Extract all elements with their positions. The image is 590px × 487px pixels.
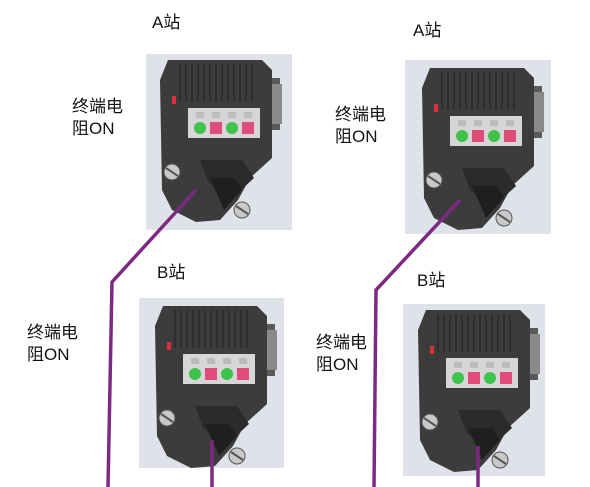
resistor-label-line2: 阻ON bbox=[316, 355, 359, 374]
station-a-label-left: A站 bbox=[152, 13, 181, 32]
resistor-on-label-a-left: 终端电 阻ON bbox=[72, 96, 123, 140]
resistor-label-line2: 阻ON bbox=[27, 345, 70, 364]
connector-a-right-icon bbox=[421, 67, 545, 231]
station-b-label-left: B站 bbox=[157, 263, 186, 282]
resistor-label-line1: 终端电 bbox=[72, 97, 123, 116]
resistor-label-line1: 终端电 bbox=[27, 323, 78, 342]
resistor-on-label-b-right: 终端电 阻ON bbox=[316, 332, 367, 376]
cable-left-icon bbox=[106, 188, 198, 487]
connector-b-left-icon bbox=[154, 305, 278, 469]
resistor-on-label-a-right: 终端电 阻ON bbox=[335, 104, 386, 148]
station-a-label-right: A站 bbox=[413, 21, 442, 40]
resistor-on-label-b-left: 终端电 阻ON bbox=[27, 322, 78, 366]
cable-right-icon bbox=[372, 198, 462, 487]
resistor-label-line1: 终端电 bbox=[316, 333, 367, 352]
resistor-label-line1: 终端电 bbox=[335, 105, 386, 124]
resistor-label-line2: 阻ON bbox=[335, 127, 378, 146]
connector-a-left-icon bbox=[159, 59, 283, 223]
station-b-label-right: B站 bbox=[417, 271, 446, 290]
resistor-label-line2: 阻ON bbox=[72, 119, 115, 138]
